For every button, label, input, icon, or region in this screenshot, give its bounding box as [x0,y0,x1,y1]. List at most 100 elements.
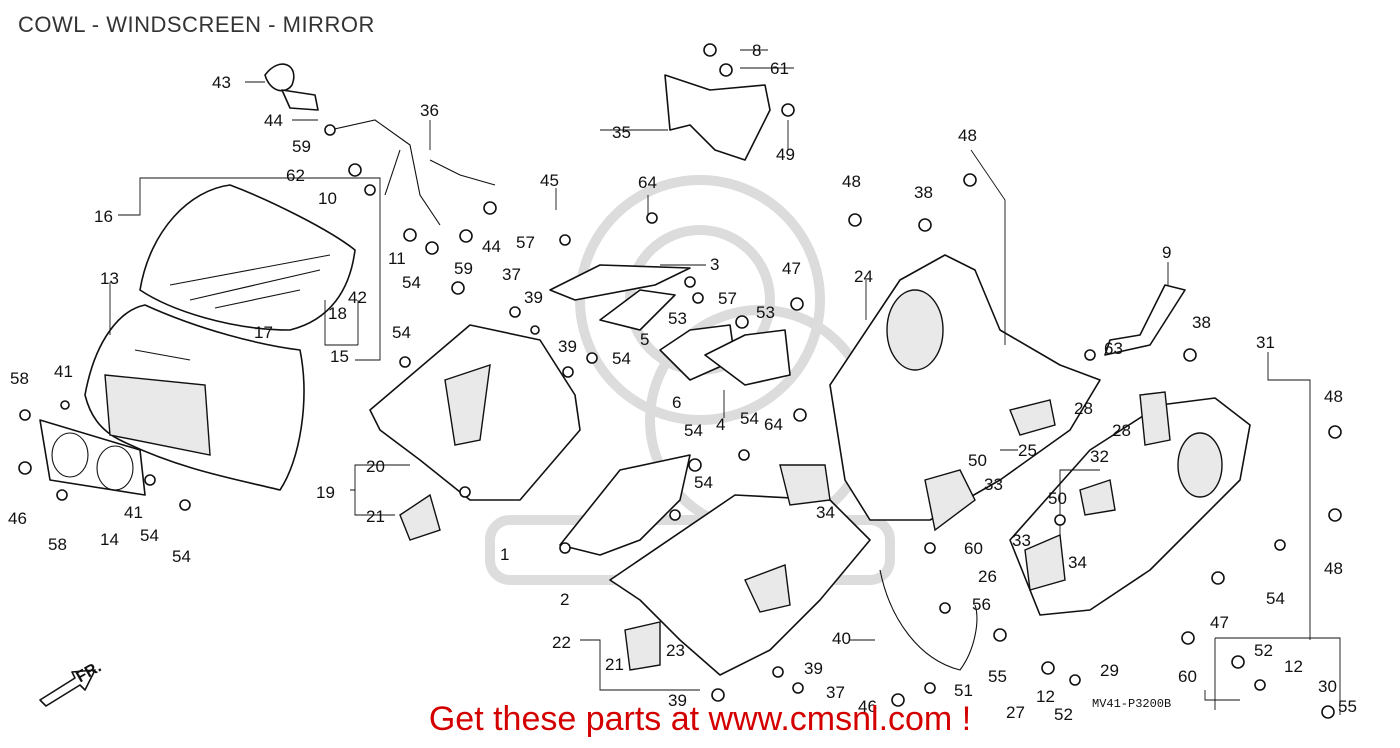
part-label-38: 38 [914,183,933,202]
part-label-52-2: 52 [1054,705,1073,724]
windscreen-part [139,184,356,331]
part-label-45: 45 [540,171,559,190]
front-direction-arrow-icon [39,669,96,707]
part-label-25: 25 [1018,441,1037,460]
part-label-17: 17 [254,323,273,342]
part-label-41: 41 [54,362,73,381]
upper-cowl-part [84,304,305,491]
part-label-47: 47 [782,259,801,278]
part-label-54-4: 54 [684,421,703,440]
part-label-39-2: 39 [558,337,577,356]
part-label-54-2: 54 [392,323,411,342]
part-label-41-2: 41 [124,503,143,522]
part-label-54-8: 54 [172,547,191,566]
part-label-34: 34 [816,503,835,522]
part-label-64: 64 [638,173,657,192]
headlight-panel-part [39,419,146,496]
part-label-18: 18 [328,304,347,323]
part-label-60-2: 60 [1178,667,1197,686]
part-label-54-6: 54 [694,473,713,492]
part-label-44: 44 [264,111,283,130]
part-label-11: 11 [388,249,406,268]
part-label-27: 27 [1006,703,1025,722]
part-label-61: 61 [770,59,789,78]
part-label-54-7: 54 [140,526,159,545]
parts-store-link[interactable]: Get these parts at www.cmsnl.com ! [428,700,972,738]
part-label-20: 20 [366,457,385,476]
part-label-13: 13 [100,269,119,288]
part-label-43: 43 [212,73,231,92]
part-label-28-2: 28 [1112,421,1131,440]
bracket-part [664,74,771,161]
part-label-57-2: 57 [718,289,737,308]
middle-cowl-part [369,324,581,501]
part-label-52: 52 [1254,641,1273,660]
part-label-55: 55 [988,667,1007,686]
part-label-56: 56 [972,595,991,614]
part-label-8: 8 [752,41,761,60]
part-label-48: 48 [842,172,861,191]
part-label-51: 51 [954,681,973,700]
part-label-50: 50 [968,451,987,470]
part-label-54: 54 [402,273,421,292]
part-label-40: 40 [832,629,851,648]
part-label-46: 46 [8,509,27,528]
part-label-64-2: 64 [764,415,783,434]
small-panel-parts [399,391,1171,671]
part-label-53-2: 53 [756,303,775,322]
part-label-14: 14 [100,530,119,549]
part-label-59: 59 [292,137,311,156]
part-label-49: 49 [776,145,795,164]
part-label-42: 42 [348,288,367,307]
part-label-5: 5 [640,330,649,349]
part-label-63: 63 [1104,339,1123,358]
part-label-54-3: 54 [612,349,631,368]
part-label-62: 62 [286,166,305,185]
lower-panel-part [879,569,978,671]
part-label-9: 9 [1162,243,1171,262]
part-label-33: 33 [984,475,1003,494]
part-label-46-2: 46 [858,697,877,716]
cowl-stay-part [329,119,496,226]
part-label-48-2: 48 [958,126,977,145]
part-label-57: 57 [516,233,535,252]
leader-lines [109,49,1341,715]
part-label-26: 26 [978,567,997,586]
part-label-39-4: 39 [668,691,687,710]
part-label-28: 28 [1074,399,1093,418]
inner-panel-parts [549,264,791,386]
part-label-33-2: 33 [1012,531,1031,550]
part-label-23: 23 [666,641,685,660]
part-label-37: 37 [502,265,521,284]
part-label-10: 10 [318,189,337,208]
part-label-48-4: 48 [1324,559,1343,578]
part-label-12: 12 [1036,687,1055,706]
lower-cowl-left-part [609,494,871,676]
part-label-12-2: 12 [1284,657,1303,676]
inner-cover-part [559,454,691,556]
side-cowl-left-part [829,254,1101,532]
stay-bracket-part [1104,284,1186,356]
part-label-37-2: 37 [826,683,845,702]
part-label-1: 1 [500,545,509,564]
part-label-19: 19 [316,483,335,502]
part-label-6: 6 [672,393,681,412]
part-label-2: 2 [560,590,569,609]
side-cowl-right-part [1009,397,1251,616]
part-label-39: 39 [524,288,543,307]
part-label-34-2: 34 [1068,553,1087,572]
part-label-15: 15 [330,347,349,366]
part-label-38-2: 38 [1192,313,1211,332]
part-label-31: 31 [1256,333,1275,352]
part-label-22: 22 [552,633,571,652]
part-label-48-3: 48 [1324,387,1343,406]
diagram-code: MV41-P3200B [1092,697,1172,711]
mirror-part [264,63,319,111]
part-label-21-2: 21 [605,655,624,674]
part-label-50-2: 50 [1048,489,1067,508]
part-label-29: 29 [1100,661,1119,680]
part-label-47-2: 47 [1210,613,1229,632]
part-label-16: 16 [94,207,113,226]
